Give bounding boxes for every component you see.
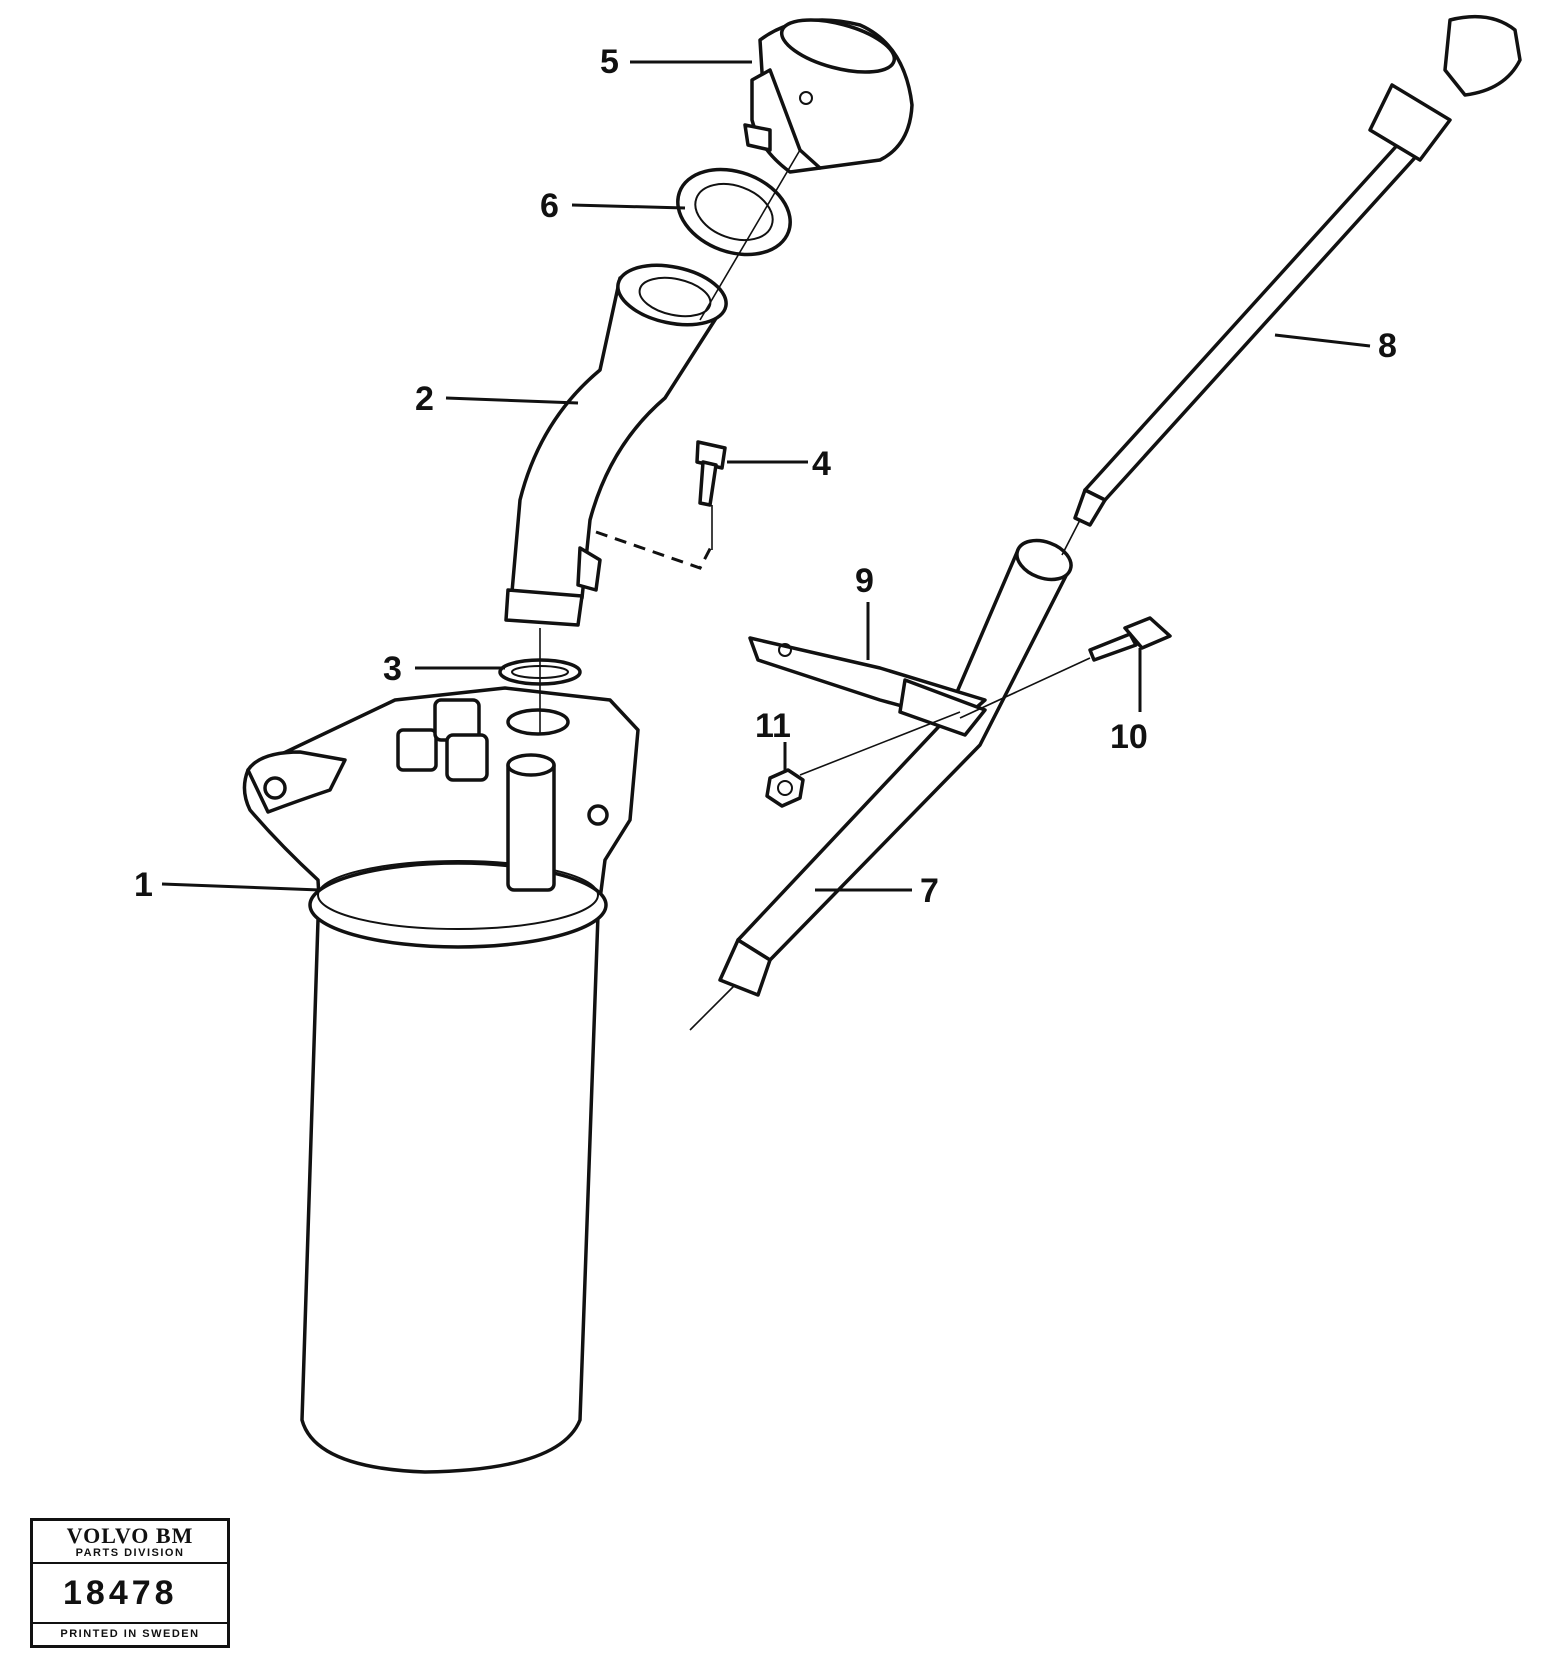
callout-11: 11	[755, 707, 791, 745]
stamp-division: PARTS DIVISION	[33, 1547, 227, 1564]
part-5-filler-cap	[743, 18, 914, 174]
stamp-printed: PRINTED IN SWEDEN	[60, 1628, 200, 1640]
callout-4: 4	[812, 445, 831, 483]
callout-9: 9	[855, 562, 874, 600]
callout-7: 7	[920, 872, 939, 910]
parts-stamp: VOLVO BM PARTS DIVISION 18478 PRINTED IN…	[30, 1518, 230, 1648]
callout-6: 6	[540, 187, 559, 225]
part-10-screw	[1088, 616, 1172, 662]
part-8-dipstick	[1073, 14, 1522, 527]
stamp-brand: VOLVO BM	[66, 1523, 194, 1548]
assembly-axes	[539, 149, 1091, 1031]
part-2-filler-tube	[504, 263, 728, 627]
callout-2: 2	[415, 380, 434, 418]
part-7-guide-tube	[718, 538, 1073, 997]
callout-3: 3	[383, 650, 402, 688]
part-11-nut	[765, 768, 805, 808]
part-9-bracket	[748, 636, 987, 737]
callout-10: 10	[1110, 718, 1148, 756]
stamp-number: 18478	[33, 1564, 227, 1624]
part-1-oil-filter	[242, 686, 640, 1474]
callout-1: 1	[134, 866, 153, 904]
callout-5: 5	[600, 43, 619, 81]
leader-lines	[161, 60, 1371, 892]
part-6-gasket	[676, 167, 792, 257]
callout-8: 8	[1378, 327, 1397, 365]
part-4-bolt	[695, 440, 727, 507]
